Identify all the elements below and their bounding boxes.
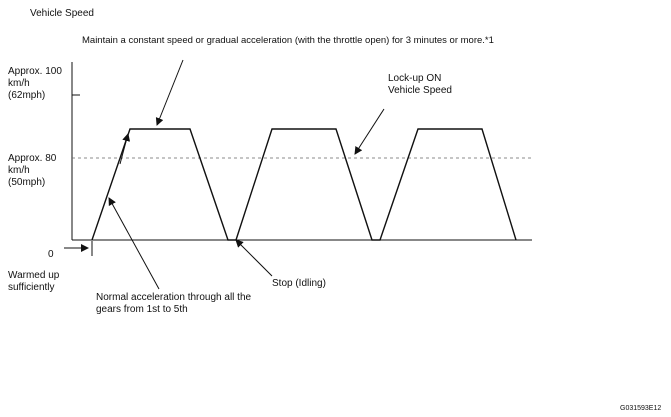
- speed-profile-line: [91, 128, 517, 241]
- lockup-arrow: [354, 108, 385, 155]
- label-approx-100: Approx. 100 km/h (62mph): [8, 66, 62, 101]
- label-stop: Stop (Idling): [272, 278, 326, 289]
- normal-accel-arrow: [108, 197, 160, 290]
- label-warmed-up: Warmed up sufficiently: [8, 270, 60, 293]
- label-normal-accel: Normal acceleration through all the gear…: [96, 292, 252, 315]
- instruction-note: Maintain a constant speed or gradual acc…: [82, 35, 494, 46]
- label-approx-80: Approx. 80 km/h (50mph): [8, 153, 57, 188]
- label-zero: 0: [48, 249, 54, 260]
- figure-code: G031593E12: [620, 405, 662, 412]
- diagram-title: Vehicle Speed: [30, 8, 94, 19]
- label-lockup: Lock-up ON Vehicle Speed: [388, 73, 452, 96]
- accel-segment-arrow: [119, 133, 131, 165]
- stop-arrow: [235, 239, 273, 277]
- instruction-arrow: [155, 59, 184, 126]
